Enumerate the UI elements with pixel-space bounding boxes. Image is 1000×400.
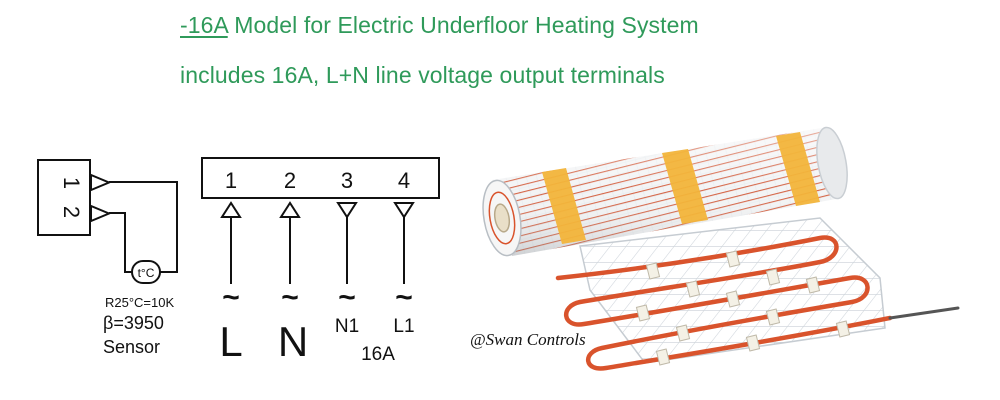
output-terminal-4: 4 <box>398 168 410 193</box>
ac-symbol-l: ~ <box>222 281 240 314</box>
output-terminal-3: 3 <box>341 168 353 193</box>
ac-symbol-l1: ~ <box>395 281 413 314</box>
model-code: -16A <box>180 12 228 38</box>
terminal-label-n: N <box>278 318 308 365</box>
cold-lead <box>888 306 960 320</box>
sensor-arrow-1 <box>90 173 112 192</box>
roll-band-3 <box>776 132 820 206</box>
sensor-terminal-block <box>37 159 91 236</box>
ac-symbol-n1: ~ <box>338 281 356 314</box>
sensor-wire-1 <box>109 181 178 273</box>
terminal-arrow-n <box>279 201 301 218</box>
terminal-arrow-l1 <box>393 202 415 219</box>
headline-terminals: includes 16A, L+N line voltage output te… <box>180 62 665 88</box>
current-rating: 16A <box>361 344 395 365</box>
sensor-arrow-2 <box>90 204 112 223</box>
sensor-label: Sensor <box>103 337 160 357</box>
wiring-diagram: 1 2 t°C R25°C=10K β=3950 Sensor 1 2 3 4 … <box>37 157 440 365</box>
output-terminal-block <box>201 157 440 199</box>
heating-cable <box>555 235 893 371</box>
ac-symbol-n: ~ <box>281 281 299 314</box>
cable-clips <box>635 250 851 366</box>
output-terminal-2: 2 <box>284 168 296 193</box>
heating-mat-image <box>482 126 960 371</box>
terminal-arrow-l <box>220 201 242 218</box>
output-terminal-1: 1 <box>225 168 237 193</box>
terminal-arrow-n1 <box>336 202 358 219</box>
watermark: @Swan Controls <box>470 330 586 349</box>
terminal-label-l1: L1 <box>393 316 414 337</box>
headline-model: -16A Model for Electric Underfloor Heati… <box>180 12 699 39</box>
roll-core <box>493 203 511 233</box>
sensor-beta-spec: β=3950 <box>103 313 164 333</box>
thermistor-label: t°C <box>138 266 155 280</box>
roll-band-1 <box>542 168 586 244</box>
sensor-wire-2 <box>109 212 132 273</box>
sensor-terminal-2: 2 <box>59 206 84 218</box>
mat-roll <box>482 126 848 257</box>
sensor-terminal-1: 1 <box>59 177 84 189</box>
sensor-resistance-spec: R25°C=10K <box>105 295 174 310</box>
terminal-label-n1: N1 <box>335 316 359 337</box>
thermistor-symbol <box>131 260 161 284</box>
headline-title: Model for Electric Underfloor Heating Sy… <box>227 12 699 38</box>
terminal-label-l: L <box>219 318 242 365</box>
flat-mesh <box>579 217 886 364</box>
roll-band-2 <box>662 149 708 224</box>
